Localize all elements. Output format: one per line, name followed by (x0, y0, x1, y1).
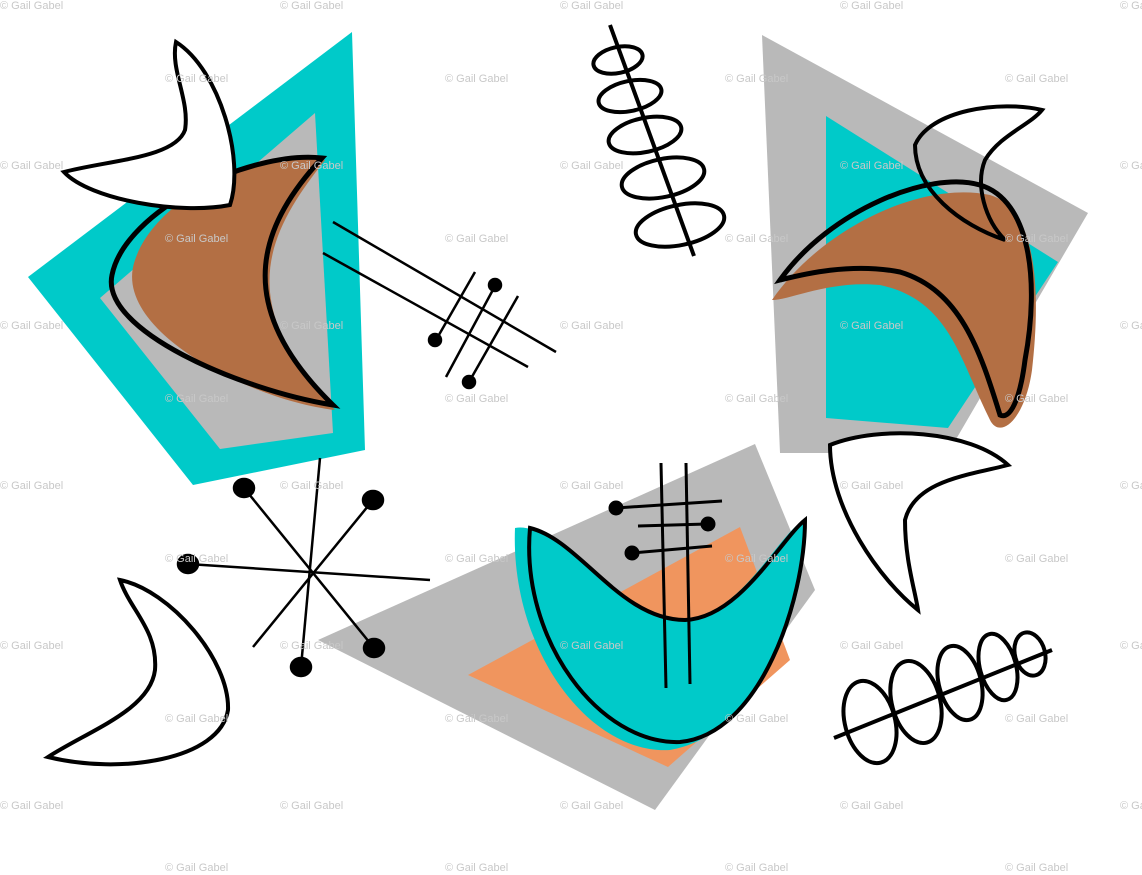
watermark-text: © Gail Gabel (1120, 480, 1142, 492)
watermark-text: © Gail Gabel (165, 713, 228, 725)
dotted-cross-lines (608, 462, 723, 689)
watermark-text: © Gail Gabel (840, 320, 903, 332)
watermark-text: © Gail Gabel (1120, 800, 1142, 812)
watermark-text: © Gail Gabel (560, 320, 623, 332)
boomerang-outline (527, 515, 808, 745)
watermark-text: © Gail Gabel (0, 320, 63, 332)
watermark-text: © Gail Gabel (0, 160, 63, 172)
watermark-text: © Gail Gabel (840, 0, 903, 12)
white-boomerang-outline (43, 577, 231, 767)
watermark-text: © Gail Gabel (840, 480, 903, 492)
right-motif (762, 35, 1088, 615)
watermark-text: © Gail Gabel (0, 640, 63, 652)
watermark-text: © Gail Gabel (0, 0, 63, 12)
watermark-text: © Gail Gabel (0, 480, 63, 492)
watermark-text: © Gail Gabel (1120, 160, 1142, 172)
watermark-text: © Gail Gabel (840, 160, 903, 172)
watermark-text: © Gail Gabel (560, 800, 623, 812)
watermark-text: © Gail Gabel (280, 640, 343, 652)
watermark-text: © Gail Gabel (445, 553, 508, 565)
watermark-text: © Gail Gabel (725, 862, 788, 874)
bottom-center-motif (318, 444, 815, 810)
watermark-text: © Gail Gabel (560, 640, 623, 652)
white-boomerang-outline (827, 431, 1013, 615)
boomerang-outline (774, 179, 1034, 419)
watermark-text: © Gail Gabel (445, 393, 508, 405)
watermark-text: © Gail Gabel (560, 160, 623, 172)
watermark-text: © Gail Gabel (280, 160, 343, 172)
watermark-text: © Gail Gabel (1005, 862, 1068, 874)
watermark-text: © Gail Gabel (560, 0, 623, 12)
watermark-text: © Gail Gabel (725, 233, 788, 245)
watermark-text: © Gail Gabel (445, 73, 508, 85)
watermark-text: © Gail Gabel (1005, 393, 1068, 405)
watermark-text: © Gail Gabel (840, 640, 903, 652)
watermark-text: © Gail Gabel (165, 233, 228, 245)
spring-bottom-right (833, 630, 1053, 766)
watermark-text: © Gail Gabel (165, 73, 228, 85)
watermark-text: © Gail Gabel (280, 0, 343, 12)
watermark-text: © Gail Gabel (280, 800, 343, 812)
dotted-cross-lines (322, 220, 557, 390)
watermark-text: © Gail Gabel (1005, 713, 1068, 725)
spring-top (591, 24, 727, 257)
watermark-text: © Gail Gabel (165, 553, 228, 565)
watermark-text: © Gail Gabel (840, 800, 903, 812)
watermark-text: © Gail Gabel (1120, 640, 1142, 652)
brown-boomerang (772, 192, 1036, 428)
watermark-text: © Gail Gabel (445, 713, 508, 725)
watermark-text: © Gail Gabel (165, 393, 228, 405)
watermark-text: © Gail Gabel (280, 320, 343, 332)
watermark-text: © Gail Gabel (560, 480, 623, 492)
watermark-text: © Gail Gabel (725, 713, 788, 725)
watermark-text: © Gail Gabel (0, 800, 63, 812)
watermark-text: © Gail Gabel (1120, 0, 1142, 12)
watermark-text: © Gail Gabel (1120, 320, 1142, 332)
watermark-text: © Gail Gabel (280, 480, 343, 492)
watermark-text: © Gail Gabel (1005, 553, 1068, 565)
turquoise-boomerang (514, 520, 806, 751)
starburst (176, 457, 431, 678)
watermark-text: © Gail Gabel (1005, 233, 1068, 245)
white-boomerang-outline (912, 104, 1046, 242)
white-boomerang-outline (60, 38, 237, 211)
watermark-text: © Gail Gabel (725, 553, 788, 565)
watermark-text: © Gail Gabel (725, 393, 788, 405)
watermark-text: © Gail Gabel (1005, 73, 1068, 85)
watermark-text: © Gail Gabel (445, 233, 508, 245)
watermark-text: © Gail Gabel (165, 862, 228, 874)
watermark-text: © Gail Gabel (725, 73, 788, 85)
watermark-text: © Gail Gabel (445, 862, 508, 874)
top-left-motif (28, 32, 365, 485)
